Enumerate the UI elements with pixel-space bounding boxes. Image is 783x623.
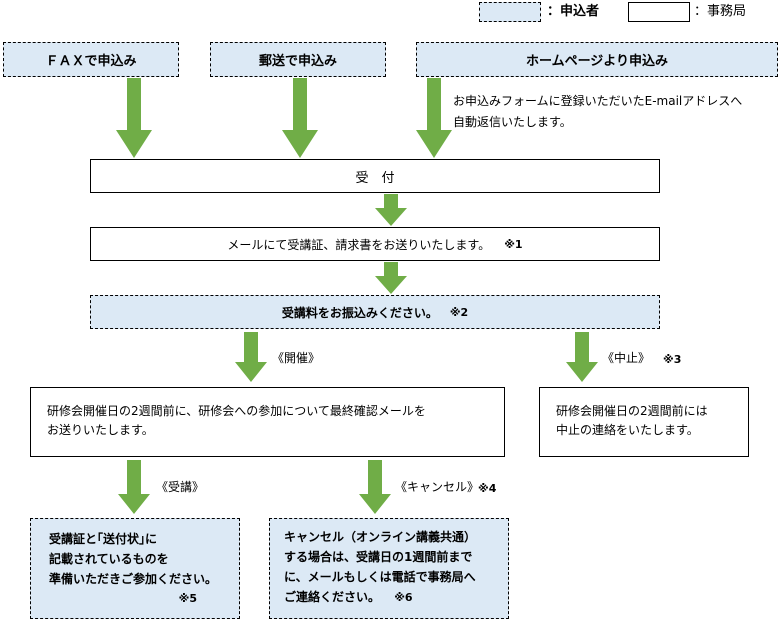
arrow-mail-to-payment (375, 262, 407, 294)
cancel-line-3: に、メールもしくは電話で事務局へ (284, 570, 476, 584)
payment-box: 受講料をお振込みください。 ※2 (90, 295, 660, 329)
send-mail-note: ※1 (504, 237, 523, 251)
arrow-web-to-reception (416, 78, 452, 158)
cancel-line-4-row: ご連絡ください。 ※6 (284, 587, 500, 608)
cancel-label: 《キャンセル》 (395, 480, 480, 494)
arrow-mail-to-reception (282, 78, 318, 158)
held-line-1: 研修会開催日の2週間前に、研修会への参加について最終確認メールを (47, 404, 426, 418)
cancel-label-note: ※4 (478, 482, 497, 495)
arrow-payment-to-cancelled (566, 332, 598, 382)
attend-line-1: 受講証と｢送付状｣に (49, 532, 158, 546)
apply-web-note-line-2: 自動返信いたします。 (453, 115, 572, 129)
attend-line-3: 準備いただきご参加ください。 (49, 572, 218, 586)
held-line-2: お送りいたします。 (47, 423, 154, 437)
cancel-line-2: する場合は、受講日の1週間前まで (284, 550, 473, 564)
held-box: 研修会開催日の2週間前に、研修会への参加について最終確認メールを お送りいたしま… (30, 387, 505, 457)
apply-web-note-line-1: お申込みフォームに登録いただいたE-mailアドレスへ (453, 94, 743, 108)
attend-note: ※5 (178, 592, 197, 605)
cancelled-line-1: 研修会開催日の2週間前には (556, 404, 708, 418)
cancel-box: キャンセル（オンライン講義共通） する場合は、受講日の1週間前まで に、メールも… (269, 518, 509, 619)
attend-line-2: 記載されているものを (49, 552, 169, 566)
cancel-line-4: ご連絡ください。 (284, 590, 381, 604)
legend-applicant-swatch (479, 2, 541, 22)
legend-office-swatch (628, 2, 690, 22)
arrow-held-to-attend (118, 460, 150, 514)
legend-applicant-label: ：申込者 (547, 4, 600, 19)
apply-mail-label: 郵送で申込み (258, 54, 337, 69)
send-mail-text: メールにて受講証、請求書をお送りいたします。 (227, 237, 491, 252)
reception-box: 受 付 (90, 159, 660, 193)
apply-mail-box: 郵送で申込み (210, 42, 386, 77)
attend-label: 《受講》 (156, 480, 205, 494)
cancelled-note: ※3 (663, 353, 682, 366)
held-label: 《開催》 (272, 351, 321, 365)
arrow-fax-to-reception (116, 78, 152, 158)
legend-office-label: ：事務局 (694, 4, 747, 19)
apply-web-box: ホームページより申込み (416, 42, 778, 77)
apply-fax-box: ＦＡＸで申込み (3, 42, 179, 77)
cancelled-label: 《中止》 (602, 351, 651, 365)
reception-label: 受 付 (355, 170, 395, 186)
payment-text: 受講料をお振込みください。 (281, 305, 438, 320)
cancel-note: ※6 (394, 591, 413, 604)
cancelled-box: 研修会開催日の2週間前には 中止の連絡をいたします。 (539, 387, 749, 457)
apply-fax-label: ＦＡＸで申込み (45, 54, 137, 69)
arrow-reception-to-mail (375, 194, 407, 226)
apply-web-label: ホームページより申込み (525, 54, 669, 69)
arrow-held-to-cancel (359, 460, 391, 514)
cancelled-line-2: 中止の連絡をいたします。 (556, 423, 699, 437)
payment-note: ※2 (449, 305, 469, 319)
arrow-payment-to-held (235, 332, 267, 382)
send-mail-box: メールにて受講証、請求書をお送りいたします。 ※1 (90, 227, 660, 261)
attend-box: 受講証と｢送付状｣に 記載されているものを 準備いただきご参加ください。 ※5 (30, 518, 240, 619)
cancel-line-1: キャンセル（オンライン講義共通） (284, 530, 477, 544)
